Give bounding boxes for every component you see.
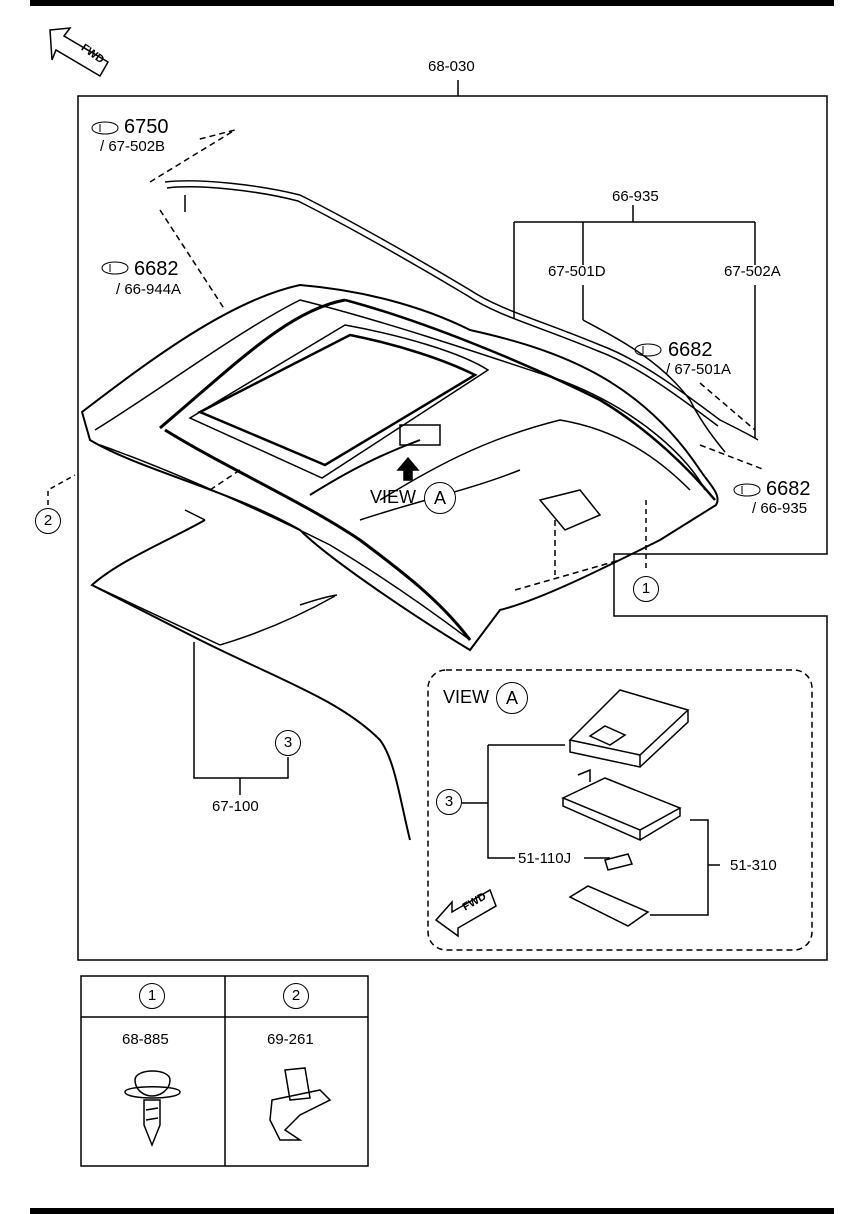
callout-51-110J: 51-110J [518, 850, 572, 867]
top-border-bar [30, 0, 834, 6]
circle-ref-3-view: 3 [436, 789, 462, 815]
callout-67-501A: / 67-501A [666, 361, 732, 378]
part-51-310-lens [561, 777, 682, 842]
part-51-310-housing [568, 689, 690, 768]
callout-67-502B: / 67-502B [100, 138, 166, 155]
part-51-310-pad [568, 885, 650, 927]
callout-6682-a: 6682 [134, 258, 179, 280]
circle-ref-2: 2 [35, 508, 61, 534]
callout-6682-b: 6682 [668, 339, 713, 361]
clip-69-261 [269, 1067, 332, 1141]
part-51-110J-bulb [604, 853, 634, 871]
view-label-detail: VIEW [443, 687, 490, 707]
view-a-box [427, 669, 813, 951]
connector-icon-6750 [91, 121, 119, 135]
callout-6750: 6750 [124, 116, 169, 138]
legend-col1-part: 68-885 [122, 1031, 169, 1048]
circle-ref-3: 3 [275, 730, 301, 756]
callout-6682-c: 6682 [766, 478, 811, 500]
callout-51-310: 51-310 [730, 857, 777, 874]
view-a-label-main: VIEW [370, 482, 416, 512]
view-a-label-detail: VIEW [443, 682, 489, 712]
callout-68-030: 68-030 [428, 58, 475, 75]
bottom-border-bar [30, 1208, 834, 1214]
callout-66-944A: / 66-944A [116, 281, 182, 298]
callout-67-502A: 67-502A [724, 263, 781, 280]
fwd-arrow-top [49, 27, 110, 78]
callout-67-100: 67-100 [212, 798, 259, 815]
legend-col1-num: 1 [139, 983, 165, 1009]
view-label: VIEW [370, 487, 417, 507]
callout-66-935: 66-935 [612, 188, 659, 205]
connector-icon-6682-a [101, 261, 129, 275]
connector-icon-6682-c [733, 483, 761, 497]
legend-col2-num: 2 [283, 983, 309, 1009]
callout-66-935-sub: / 66-935 [752, 500, 808, 517]
sunroof-opening [197, 333, 478, 467]
connector-icon-6682-b [634, 343, 662, 357]
main-frame [77, 95, 828, 961]
harness-67-100 [90, 519, 411, 841]
clip-68-885 [124, 1070, 181, 1148]
callout-67-501D: 67-501D [548, 263, 606, 280]
circle-ref-1: 1 [633, 576, 659, 602]
fwd-arrow-view [434, 888, 497, 938]
view-a-circle-detail: A [496, 682, 528, 714]
view-a-circle-main: A [424, 482, 456, 514]
legend-col2-part: 69-261 [267, 1031, 314, 1048]
